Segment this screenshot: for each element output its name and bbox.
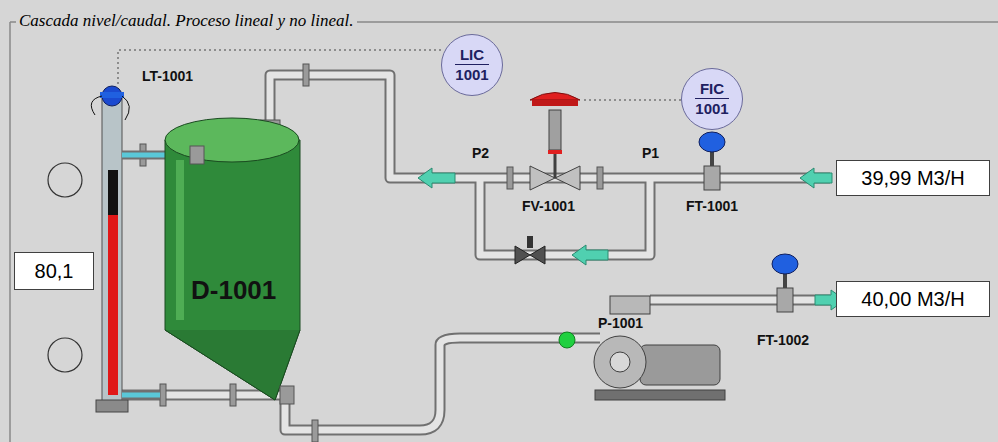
equipment-tag: FT-1002 [755,332,811,348]
equipment-tag: P1 [640,145,661,161]
equipment-tag: P2 [470,145,491,161]
diagram-title: Cascada nivel/caudal. Proceso lineal y n… [16,11,357,31]
hand-valve [515,236,545,264]
frame [10,22,998,442]
equipment-tag: FT-1001 [684,198,740,214]
node-text: 1001 [455,64,488,84]
node-text: LIC [460,46,484,64]
node-text: 40,00 M3/H [861,288,964,311]
value-display: 39,99 M3/H [836,160,990,196]
equipment-tag: FV-1001 [520,198,577,214]
vessel-tag: D-1001 [189,282,278,298]
flow-transmitters [699,132,798,312]
instrument-bubble: FIC1001 [681,68,743,130]
pump [559,296,725,400]
equipment-tag: LT-1001 [140,68,195,84]
flanges [140,64,603,442]
instrument-bubble: LIC1001 [441,34,503,96]
node-text: FIC [700,80,724,98]
tank [165,118,300,404]
signal-lines [118,50,712,131]
equipment-tag: P-1001 [596,315,645,331]
node-text: 80,1 [35,260,74,283]
node-text: 39,99 M3/H [861,167,964,190]
node-text: 1001 [695,98,728,118]
value-display: 80,1 [14,252,94,290]
control-valve [530,93,580,191]
value-display: 40,00 M3/H [836,281,990,317]
